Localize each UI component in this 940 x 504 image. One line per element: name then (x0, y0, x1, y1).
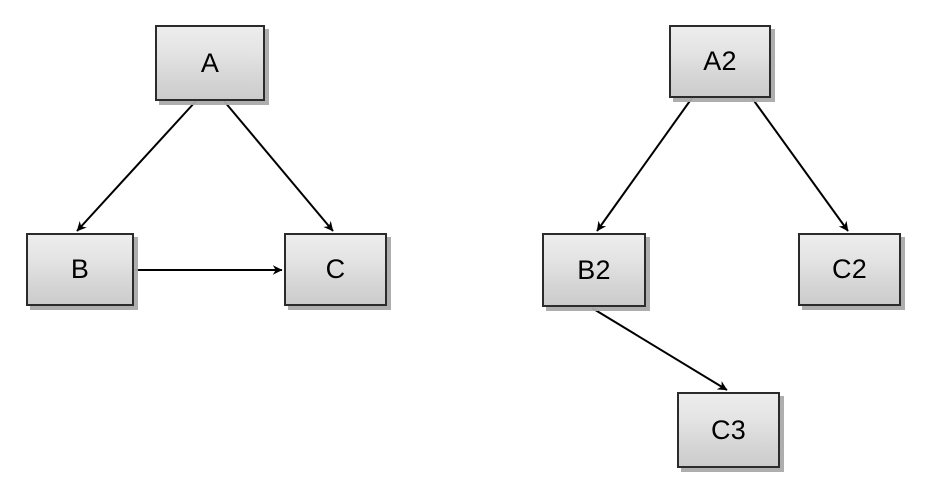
node-label-a2: A2 (703, 46, 737, 76)
node-c2[interactable]: C2 (798, 233, 901, 306)
node-label-c3: C3 (710, 414, 747, 445)
edge-a-b[interactable] (76, 100, 197, 232)
node-b[interactable]: B (26, 233, 134, 306)
edge-a-c[interactable] (223, 100, 334, 232)
node-label-b: B (70, 254, 90, 284)
node-label-c: C (325, 254, 346, 284)
node-c[interactable]: C (284, 233, 387, 306)
edge-a2-b2[interactable] (596, 97, 693, 232)
node-label-a: A (200, 47, 220, 78)
edge-a2-c2[interactable] (751, 97, 849, 232)
node-a2[interactable]: A2 (669, 25, 771, 98)
edges-group (76, 97, 849, 391)
node-a[interactable]: A (155, 25, 265, 101)
node-c3[interactable]: C3 (677, 392, 780, 468)
node-b2[interactable]: B2 (542, 233, 646, 307)
node-label-c2: C2 (831, 254, 868, 284)
edge-b2-c3[interactable] (591, 307, 728, 391)
node-label-b2: B2 (577, 254, 611, 285)
